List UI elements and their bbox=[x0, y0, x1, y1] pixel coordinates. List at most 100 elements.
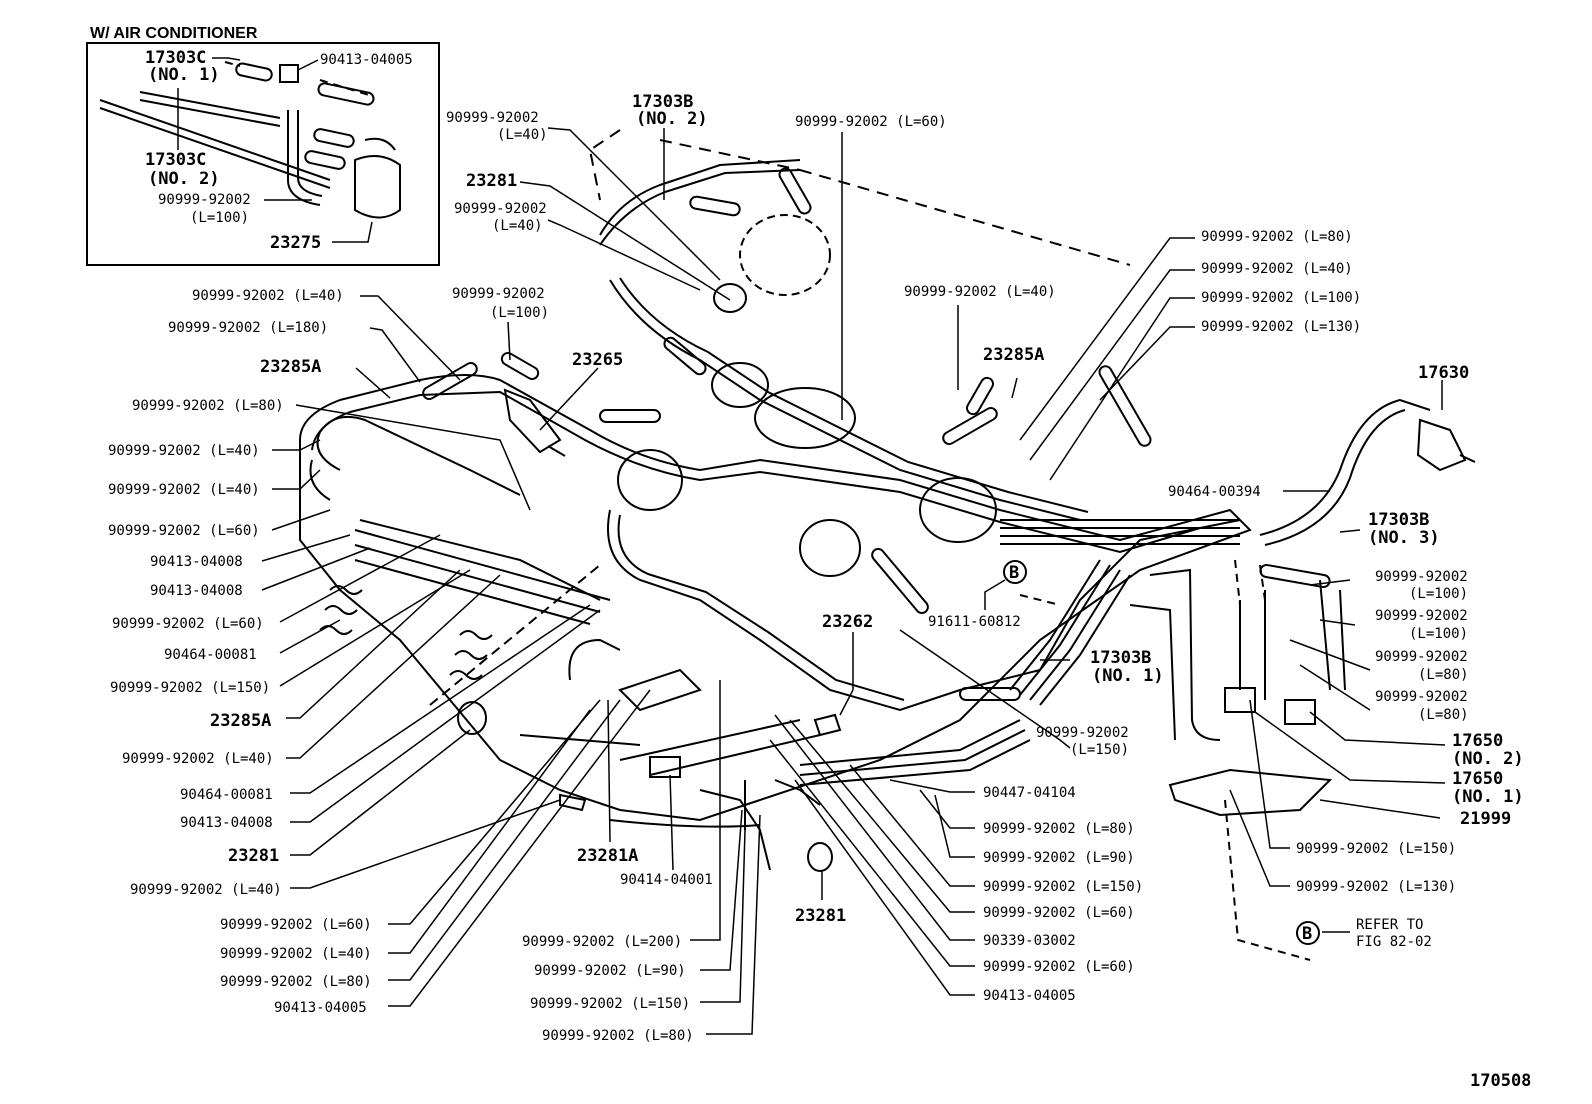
valve-23262 bbox=[813, 713, 842, 737]
inset-vertical-hose bbox=[287, 110, 323, 206]
leader bbox=[295, 404, 531, 511]
label-90447-04104: 90447-04104 bbox=[983, 785, 1076, 801]
leader bbox=[607, 699, 611, 843]
leader bbox=[290, 799, 561, 889]
main-drawing bbox=[299, 129, 1476, 961]
leader bbox=[1339, 529, 1361, 533]
label-hose-l150-r12: 90999-92002 (L=150) bbox=[983, 879, 1143, 895]
mid-hose-2 bbox=[617, 514, 905, 701]
part-labels: 90999-92002 (L=40) 17303B (NO. 2) 90999-… bbox=[108, 92, 1531, 1091]
label-17650-no1-sub: (NO. 1) bbox=[1452, 787, 1524, 807]
leader bbox=[839, 632, 854, 716]
label-17303b-no1: 17303B bbox=[1090, 648, 1151, 668]
label-hose-l60-r15: 90999-92002 (L=60) bbox=[983, 959, 1135, 975]
label-hose-l40-left1: 90999-92002 (L=40) bbox=[192, 288, 344, 304]
label-hose-l130-r13: 90999-92002 (L=130) bbox=[1296, 879, 1456, 895]
label-hose-l80-r9: 90999-92002 (L=80) bbox=[983, 821, 1135, 837]
leader bbox=[1289, 639, 1371, 671]
leader bbox=[794, 779, 975, 996]
inset-label-no2: (NO. 2) bbox=[148, 169, 220, 189]
marker-b-top: B bbox=[1009, 563, 1019, 583]
label-23285a-left: 23285A bbox=[260, 357, 321, 377]
hose-17630 bbox=[1259, 398, 1431, 546]
vtv-23281-bottom bbox=[807, 842, 833, 872]
label-17303b-no3: 17303B bbox=[1368, 510, 1429, 530]
vsv-center-2 bbox=[754, 387, 856, 449]
label-hose-l40-b-len: (L=40) bbox=[492, 218, 543, 234]
label-17303b-no2: (NO. 2) bbox=[636, 109, 708, 129]
leader bbox=[769, 739, 975, 967]
upper-canister bbox=[739, 214, 831, 296]
label-23262: 23262 bbox=[822, 612, 873, 632]
inset-dash-a bbox=[224, 61, 373, 97]
leader bbox=[1099, 326, 1195, 401]
canister-right bbox=[919, 477, 997, 543]
label-90464-00394: 90464-00394 bbox=[1168, 484, 1261, 500]
leader bbox=[1229, 789, 1290, 887]
leader bbox=[690, 680, 721, 941]
valve-23281a bbox=[568, 638, 702, 712]
label-hose-l40-top-len: (L=40) bbox=[497, 127, 548, 143]
leader bbox=[1011, 377, 1018, 399]
leader bbox=[261, 534, 351, 562]
inset-label-90413-04005: 90413-04005 bbox=[320, 52, 413, 68]
label-hose-l80-r7: 90999-92002 bbox=[1375, 649, 1468, 665]
canister-left bbox=[617, 449, 683, 511]
hose-seg bbox=[689, 195, 741, 217]
label-hose-l130-r4: 90999-92002 (L=130) bbox=[1201, 319, 1361, 335]
inset-leader bbox=[212, 57, 241, 61]
leader bbox=[700, 829, 746, 1003]
inset-leaders bbox=[177, 57, 373, 243]
leader bbox=[290, 604, 591, 794]
leader bbox=[261, 547, 371, 591]
label-hose-l150-r10: 90999-92002 (L=150) bbox=[1296, 841, 1456, 857]
label-hose-l100-r6: 90999-92002 bbox=[1375, 608, 1468, 624]
inset-tube-2 bbox=[99, 99, 331, 181]
check-valve bbox=[559, 793, 587, 812]
leader bbox=[519, 181, 731, 301]
label-hose-l80-left: 90999-92002 (L=80) bbox=[132, 398, 284, 414]
label-21999: 21999 bbox=[1460, 809, 1511, 829]
dashed-upper bbox=[588, 129, 1131, 266]
dashed-right bbox=[1019, 559, 1311, 961]
inset-hose-c bbox=[313, 128, 355, 148]
label-90464-00081-a: 90464-00081 bbox=[164, 647, 257, 663]
leader bbox=[889, 779, 975, 793]
inset-hoses bbox=[99, 61, 401, 219]
leader bbox=[547, 219, 701, 291]
leader bbox=[1049, 297, 1195, 481]
label-hose-l40-r2: 90999-92002 (L=40) bbox=[1201, 261, 1353, 277]
label-hose-l80-bottom: 90999-92002 (L=80) bbox=[542, 1028, 694, 1044]
label-refer-to: REFER TO bbox=[1356, 917, 1423, 933]
label-hose-l40-left7: 90999-92002 (L=40) bbox=[220, 946, 372, 962]
hose-seg bbox=[599, 409, 661, 423]
inset-frame bbox=[86, 42, 440, 266]
label-hose-l40-left5: 90999-92002 (L=40) bbox=[130, 882, 282, 898]
leader bbox=[290, 609, 601, 823]
leader bbox=[669, 774, 674, 871]
label-hose-l40-b: 90999-92002 bbox=[454, 201, 547, 217]
clamp-group-1 bbox=[319, 585, 363, 635]
leader bbox=[899, 629, 1071, 749]
leader bbox=[1019, 237, 1195, 441]
leader bbox=[706, 814, 761, 1035]
vsv-17650-no1 bbox=[1284, 699, 1316, 725]
leader bbox=[388, 709, 591, 954]
label-hose-l60-r14: 90999-92002 (L=60) bbox=[983, 905, 1135, 921]
label-17630: 17630 bbox=[1418, 363, 1469, 383]
inset-title: W/ AIR CONDITIONER bbox=[90, 25, 258, 42]
leader bbox=[934, 794, 975, 858]
bracket-21999 bbox=[1168, 768, 1333, 817]
leader bbox=[355, 367, 391, 399]
label-hose-l80-left8: 90999-92002 (L=80) bbox=[220, 974, 372, 990]
hose-seg bbox=[500, 352, 540, 380]
leader bbox=[507, 321, 511, 361]
label-90413-04005-left: 90413-04005 bbox=[274, 1000, 367, 1016]
bottom-hoses bbox=[609, 779, 821, 871]
label-hose-l100-r3: 90999-92002 (L=100) bbox=[1201, 290, 1361, 306]
label-23285a-lower: 23285A bbox=[210, 711, 271, 731]
label-hose-l100-mid: 90999-92002 bbox=[452, 286, 545, 302]
leader bbox=[388, 689, 651, 1007]
label-hose-l80-r8: 90999-92002 bbox=[1375, 689, 1468, 705]
